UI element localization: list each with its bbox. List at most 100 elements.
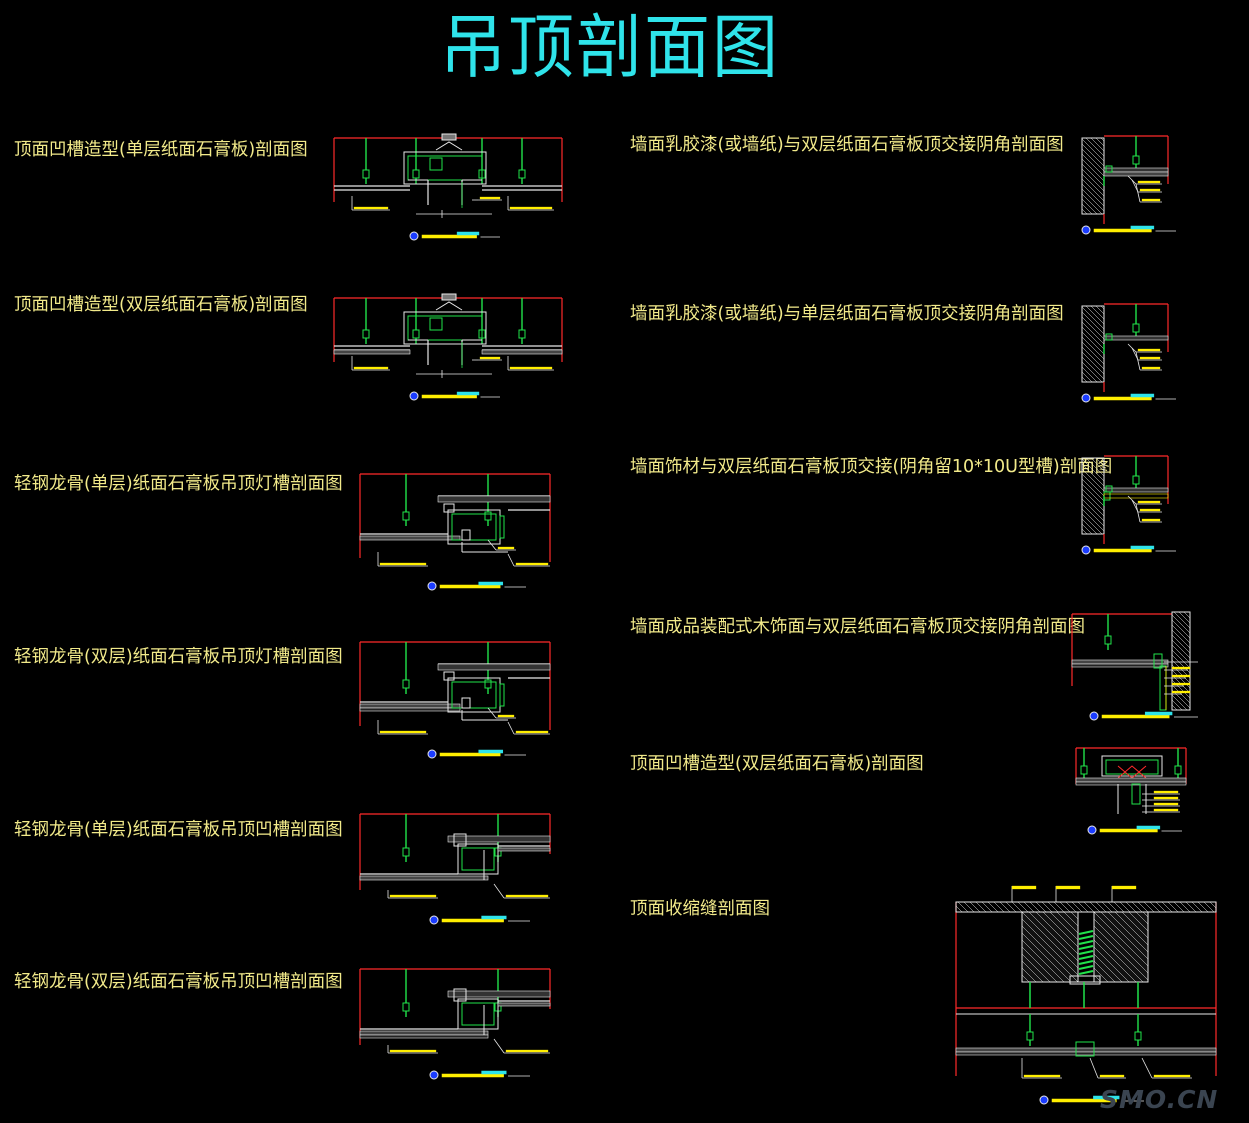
cad-rect xyxy=(1051,1098,1117,1103)
cad-line xyxy=(1035,911,1079,955)
cad-rect xyxy=(402,679,410,689)
cad-rect xyxy=(1071,663,1169,668)
cad-rect xyxy=(1093,1095,1120,1100)
drawing-lighttrough-single xyxy=(359,473,551,591)
cad-line xyxy=(1081,513,1103,535)
cad-line xyxy=(1081,158,1105,182)
cad-rect xyxy=(1111,885,1137,890)
cad-rect xyxy=(456,231,480,236)
cad-line xyxy=(1065,901,1077,913)
cad-line xyxy=(1081,148,1105,172)
cad-rect xyxy=(389,1049,437,1053)
cad-line xyxy=(1090,457,1105,472)
cad-line xyxy=(1131,901,1143,913)
cad-rect xyxy=(461,697,471,709)
cad-rect xyxy=(1130,393,1155,398)
cad-rect xyxy=(451,681,497,709)
cad-rect xyxy=(443,671,455,681)
cad-line xyxy=(1081,498,1105,522)
cad-line xyxy=(1021,946,1058,983)
cad-rect xyxy=(1069,975,1101,985)
cad-rect xyxy=(1171,611,1191,711)
cad-line xyxy=(1093,960,1116,983)
cad-circle xyxy=(409,231,419,241)
cad-line xyxy=(1191,901,1203,913)
cad-rect xyxy=(478,581,504,586)
cad-line xyxy=(1029,901,1041,913)
cad-rect xyxy=(439,752,501,757)
cad-rect xyxy=(1093,228,1152,233)
cad-line xyxy=(1021,925,1079,983)
cad-line xyxy=(999,901,1011,913)
cad-line xyxy=(1081,208,1088,215)
cad-line xyxy=(1081,488,1105,512)
drawing-wall-corner-single xyxy=(1081,303,1176,403)
cad-line xyxy=(1137,901,1149,913)
cad-line xyxy=(1081,326,1105,350)
cad-line xyxy=(1078,955,1094,960)
cad-rect xyxy=(1132,323,1140,333)
cad-line xyxy=(1093,925,1149,981)
cad-line xyxy=(1093,967,1109,983)
cad-line xyxy=(1078,960,1094,965)
cad-rect xyxy=(1144,711,1173,716)
cad-line xyxy=(1090,305,1105,320)
cad-line xyxy=(1197,901,1209,913)
cad-line xyxy=(1203,901,1215,913)
cad-rect xyxy=(1075,777,1187,783)
cad-rect xyxy=(461,1002,495,1026)
cad-line xyxy=(1113,901,1125,913)
cad-line xyxy=(1081,371,1093,383)
label-right-5: 顶面凹槽造型(双层纸面石膏板)剖面图 xyxy=(630,754,924,774)
cad-rect xyxy=(412,329,420,339)
cad-line xyxy=(1100,911,1149,960)
cad-rect xyxy=(407,315,483,341)
cad-line xyxy=(1171,629,1191,649)
cad-rect xyxy=(1055,885,1081,890)
cad-line xyxy=(1095,901,1107,913)
cad-line xyxy=(1078,935,1094,940)
cad-rect xyxy=(1077,911,1095,983)
cad-line xyxy=(1081,356,1105,380)
cad-line xyxy=(1135,911,1149,925)
cad-line xyxy=(1093,939,1137,983)
cad-rect xyxy=(505,1049,549,1053)
cad-line xyxy=(487,707,497,719)
cad-rect xyxy=(1023,1074,1061,1078)
cad-line xyxy=(1093,911,1149,967)
cad-rect xyxy=(453,988,467,1002)
label-left-5: 轻钢龙骨(单层)纸面石膏板吊顶凹槽剖面图 xyxy=(14,820,343,840)
cad-line xyxy=(1081,503,1105,527)
cad-line xyxy=(1081,163,1105,187)
cad-line xyxy=(1089,901,1101,913)
cad-rect xyxy=(453,833,467,847)
cad-circle xyxy=(409,391,419,401)
cad-line xyxy=(1081,203,1093,215)
cad-rect xyxy=(481,915,507,920)
cad-rect xyxy=(1137,348,1161,352)
cad-line xyxy=(1042,911,1079,948)
cad-line xyxy=(1171,679,1191,699)
cad-line xyxy=(1078,970,1094,975)
cad-line xyxy=(1083,901,1095,913)
cad-rect xyxy=(1093,548,1152,553)
cad-line xyxy=(1155,901,1167,913)
cad-rect xyxy=(1075,781,1187,786)
cad-line xyxy=(1141,1057,1153,1079)
cad-rect xyxy=(437,495,551,503)
cad-rect xyxy=(1153,796,1179,800)
cad-line xyxy=(1081,188,1105,212)
cad-path xyxy=(435,301,463,311)
cad-line xyxy=(1081,468,1105,492)
cad-line xyxy=(1100,457,1105,462)
drawing-wall-corner-double xyxy=(1081,135,1176,235)
cad-line xyxy=(1081,198,1098,215)
cad-rect xyxy=(1103,493,1169,499)
cad-line xyxy=(1081,458,1105,482)
cad-line xyxy=(1063,911,1079,927)
cad-line xyxy=(1023,901,1035,913)
cad-rect xyxy=(421,394,477,399)
cad-line xyxy=(1171,669,1191,689)
cad-rect xyxy=(1153,802,1179,806)
cad-rect xyxy=(1171,690,1191,694)
